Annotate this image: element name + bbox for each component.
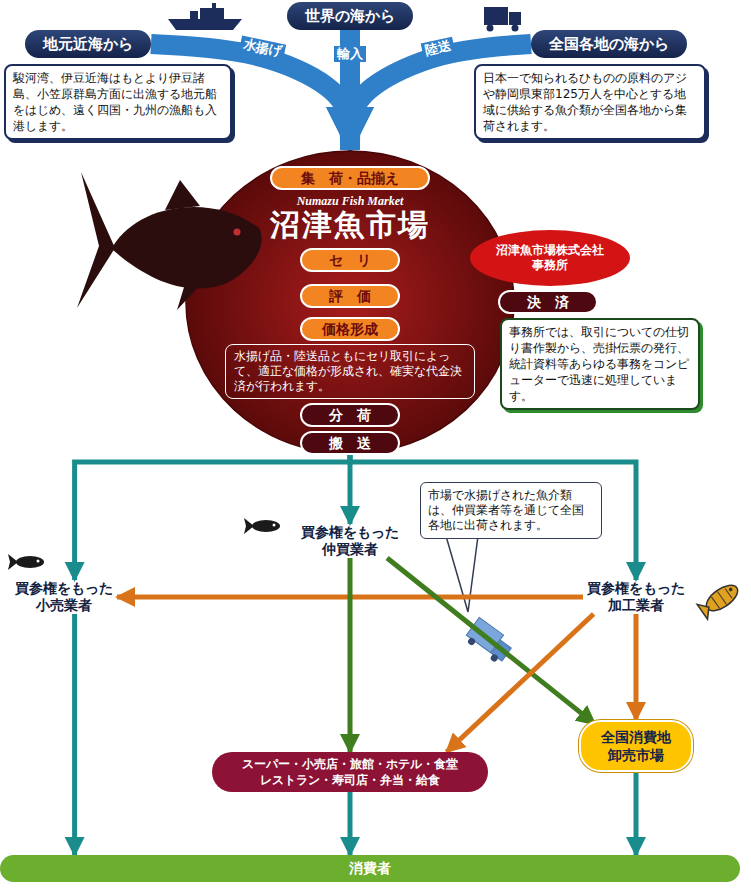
note-box: 事務所では、取引についての仕切り書作製から、売掛伝票の発行、統計資料等あらゆる事… [500,318,700,410]
node-text: 価格形成 [316,320,384,338]
edge-label: 輸入 [334,46,366,62]
node-text: 事務所では、取引についての仕切り書作製から、売掛伝票の発行、統計資料等あらゆる事… [509,324,691,404]
source-pill: 地元近海から [25,30,151,58]
node-text: 全国各地の海から [549,34,669,54]
node-text: 日本一で知られるひものの原料のアジや静岡県東部125万人を中心とする地域に供給す… [483,70,697,134]
step-pill: 分 荷 [300,403,400,427]
office-ellipse-shape [470,230,630,286]
node-text: スーパー・小売店・旅館・ホテル・食堂 レストラン・寿司店・弁当・給食 [238,756,462,788]
node-text: 消費者 [0,855,740,882]
source-pill: 世界の海から [287,2,413,30]
outlet-pill: スーパー・小売店・旅館・ホテル・食堂 レストラン・寿司店・弁当・給食 [212,752,488,792]
node-text: 全国消費地卸売市場 [599,728,673,764]
node-text: 分 荷 [316,406,384,424]
node-text: 買参権をもった小売業者 [11,580,117,614]
step-pill: 決 済 [498,290,598,314]
callout-box: 市場で水揚げされた魚介類は、仲買業者等を通じて全国各地に出荷されます。 [420,482,602,539]
dried-fish-icon [697,580,742,619]
connector [72,614,77,855]
step-pill: セ リ [300,248,400,272]
connector [348,792,353,855]
connector [634,772,639,855]
step-pill: 価格形成 [300,317,400,341]
consumer-bar: 消費者 [0,855,740,882]
node-text: 水揚げ品・陸送品ともにセリ取引によって、適正な価格が形成され、確実な代金決済が行… [234,349,466,394]
note-box: 駿河湾、伊豆近海はもとより伊豆諸島、小笠原群島方面に出漁する地元船をはじめ、遠く… [4,64,232,140]
market-pill: 全国消費地卸売市場 [579,720,693,772]
fish-icon [8,554,44,570]
connector [75,455,350,580]
truck-icon [484,7,521,32]
node-text: 決 済 [514,293,582,311]
ship-icon [168,3,242,30]
node-text: 搬 送 [316,434,384,452]
node-text: 買参権をもった仲買業者 [297,524,403,558]
fish-silhouette [77,172,262,310]
node-text: 沼津魚市場 [185,208,515,242]
callout-tail [446,536,478,612]
node-text: 世界の海から [305,6,395,26]
node-text: Numazu Fish Market [185,194,515,209]
step-pill: 搬 送 [300,431,400,455]
node-text: 買参権をもった加工業者 [583,580,689,614]
note-box: 日本一で知られるひものの原料のアジや静岡県東部125万人を中心とする地域に供給す… [474,64,706,140]
connector [634,614,639,720]
node-text: 集 荷・品揃え [286,169,414,187]
node-text: セ リ [316,251,384,269]
connector [447,614,594,752]
edge-label: 陸送 [421,37,456,59]
market-ellipse-shape [186,151,514,454]
connector [348,558,353,752]
office-ellipse: 沼津魚市場株式会社 事務所 [470,230,630,286]
source-pill: 全国各地の海から [531,30,687,58]
fish-icon [244,518,280,534]
edge-label: 水揚げ [238,35,285,60]
node-text: 市場で水揚げされた魚介類は、仲買業者等を通じて全国各地に出荷されます。 [428,488,594,533]
note-box: 水揚げ品・陸送品ともにセリ取引によって、適正な価格が形成され、確実な代金決済が行… [225,344,475,399]
connector [348,455,353,524]
buyer-label: 買参権をもった小売業者 [11,580,117,614]
node-text: 地元近海から [43,34,133,54]
market-ellipse: Numazu Fish Market沼津魚市場 集 荷・品揃えセ リ評 価価格形成… [185,150,515,455]
step-pill: 集 荷・品揃え [270,166,430,190]
node-text: 評 価 [316,287,384,305]
buyer-label: 買参権をもった仲買業者 [297,524,403,558]
buyer-label: 買参権をもった加工業者 [583,580,689,614]
step-pill: 評 価 [300,284,400,308]
node-text: 駿河湾、伊豆近海はもとより伊豆諸島、小笠原群島方面に出漁する地元船をはじめ、遠く… [13,70,223,134]
node-text: 沼津魚市場株式会社 事務所 [494,243,606,273]
